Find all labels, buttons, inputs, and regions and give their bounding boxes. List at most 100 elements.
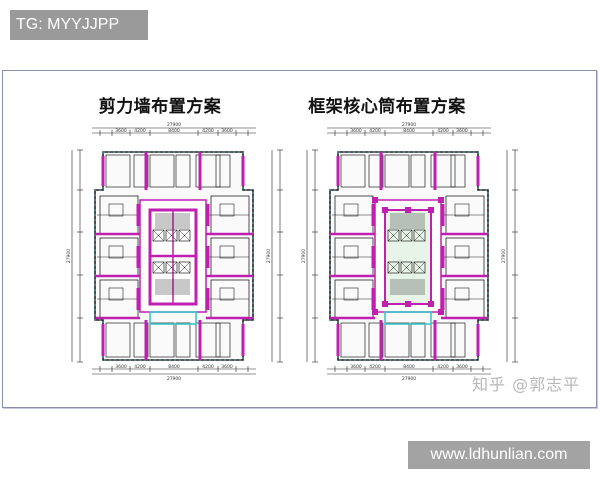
dimension-segment: 4200 [202, 128, 214, 134]
frame-column [428, 207, 434, 213]
frame-column [372, 197, 378, 203]
dimension-segment: 4200 [134, 128, 146, 134]
elevator-shaft [400, 261, 413, 274]
elevator-cross [178, 261, 191, 274]
wing-room [368, 154, 384, 188]
wing-room [430, 154, 456, 188]
dimension-segment: 3600 [350, 364, 362, 370]
dimension-vertical: 27900 [66, 249, 72, 263]
wing-room [195, 322, 221, 358]
wing-room [215, 322, 231, 358]
dimension-segment: 3600 [221, 128, 233, 134]
dimension-vertical: 27900 [501, 249, 507, 263]
elevator-cross [413, 261, 426, 274]
elevator-cross [387, 229, 400, 242]
dimension-segment: 8400 [403, 128, 415, 134]
dimension-segment: 8400 [168, 128, 180, 134]
dimension-segment: 3600 [456, 364, 468, 370]
dimension-segment: 4200 [369, 364, 381, 370]
dimension-segment: 8400 [168, 364, 180, 370]
dimension-segment: 3600 [456, 128, 468, 134]
frame-column [405, 207, 411, 213]
wing-room [450, 322, 466, 358]
elevator-shaft [387, 229, 400, 242]
bathroom [108, 287, 124, 301]
elevator-cross [178, 229, 191, 242]
bathroom [343, 287, 359, 301]
bathroom [454, 245, 470, 259]
dimension-segment: 4200 [437, 128, 449, 134]
dimension-segment: 8400 [403, 364, 415, 370]
plan-title-frame-core: 框架核心筒布置方案 [308, 97, 466, 117]
elevator-shaft [413, 261, 426, 274]
website-watermark: www.ldhunlian.com [408, 441, 590, 469]
core-tube [384, 209, 432, 305]
elevator-shaft [165, 229, 178, 242]
elevator-shaft [387, 261, 400, 274]
dimension-overall: 27900 [402, 376, 416, 382]
watermark-tag: TG: MYYJJPP [10, 10, 148, 40]
bathroom [454, 287, 470, 301]
dimension-segment: 4200 [437, 364, 449, 370]
elevator-cross [400, 229, 413, 242]
elevator-cross [400, 261, 413, 274]
bathroom [454, 203, 470, 217]
bathroom [108, 203, 124, 217]
frame-column [382, 207, 388, 213]
wing-room [133, 322, 149, 358]
dimension-segment: 4200 [202, 364, 214, 370]
frame-column [382, 301, 388, 307]
wing-room [430, 322, 456, 358]
lobby-area [384, 311, 432, 325]
bathroom [219, 287, 235, 301]
wing-room [215, 154, 231, 188]
bathroom [108, 245, 124, 259]
plan-title-shear-wall: 剪力墙布置方案 [98, 97, 222, 117]
wing-room [410, 322, 426, 358]
wing-room [105, 154, 131, 188]
wing-room [410, 154, 426, 188]
bathroom [343, 245, 359, 259]
elevator-shaft [165, 261, 178, 274]
wing-room [368, 322, 384, 358]
dimension-overall: 27900 [167, 122, 181, 128]
wing-room [149, 322, 175, 358]
dimension-segment: 3600 [115, 128, 127, 134]
dimension-overall: 27900 [402, 122, 416, 128]
frame-column [405, 301, 411, 307]
elevator-cross [165, 229, 178, 242]
floor-plan-frame-core-tube: 27900 3600 4200 8400 4200 3600 27900 3600 4200 84… [301, 122, 518, 382]
elevator-shaft [178, 261, 191, 274]
elevator-cross [152, 261, 165, 274]
dimension-segment: 4200 [369, 128, 381, 134]
elevator-cross [387, 261, 400, 274]
dimension-segment: 4200 [134, 364, 146, 370]
frame-column [438, 197, 444, 203]
dimension-segment: 3600 [115, 364, 127, 370]
wing-room [133, 154, 149, 188]
dimension-segment: 3600 [221, 364, 233, 370]
wing-room [105, 322, 131, 358]
elevator-shaft [152, 229, 165, 242]
wing-room [175, 322, 191, 358]
elevator-shaft [178, 229, 191, 242]
dimension-segment: 3600 [350, 128, 362, 134]
dimension-vertical: 27900 [266, 249, 272, 263]
wing-room [340, 154, 366, 188]
bathroom [219, 203, 235, 217]
elevator-shaft [400, 229, 413, 242]
frame-column [438, 309, 444, 315]
frame-column [372, 309, 378, 315]
dimension-overall: 27900 [167, 376, 181, 382]
dimension-vertical: 27900 [301, 249, 307, 263]
wing-room [340, 322, 366, 358]
wing-room [384, 154, 410, 188]
elevator-shaft [152, 261, 165, 274]
wing-room [450, 154, 466, 188]
zhihu-watermark: 知乎 @郭志平 [472, 375, 581, 394]
floor-plan-shear-wall: 27900 3600 4200 8400 4200 3600 27900 3600 4200 84… [66, 122, 283, 382]
wing-room [195, 154, 221, 188]
elevator-cross [413, 229, 426, 242]
elevator-cross [152, 229, 165, 242]
